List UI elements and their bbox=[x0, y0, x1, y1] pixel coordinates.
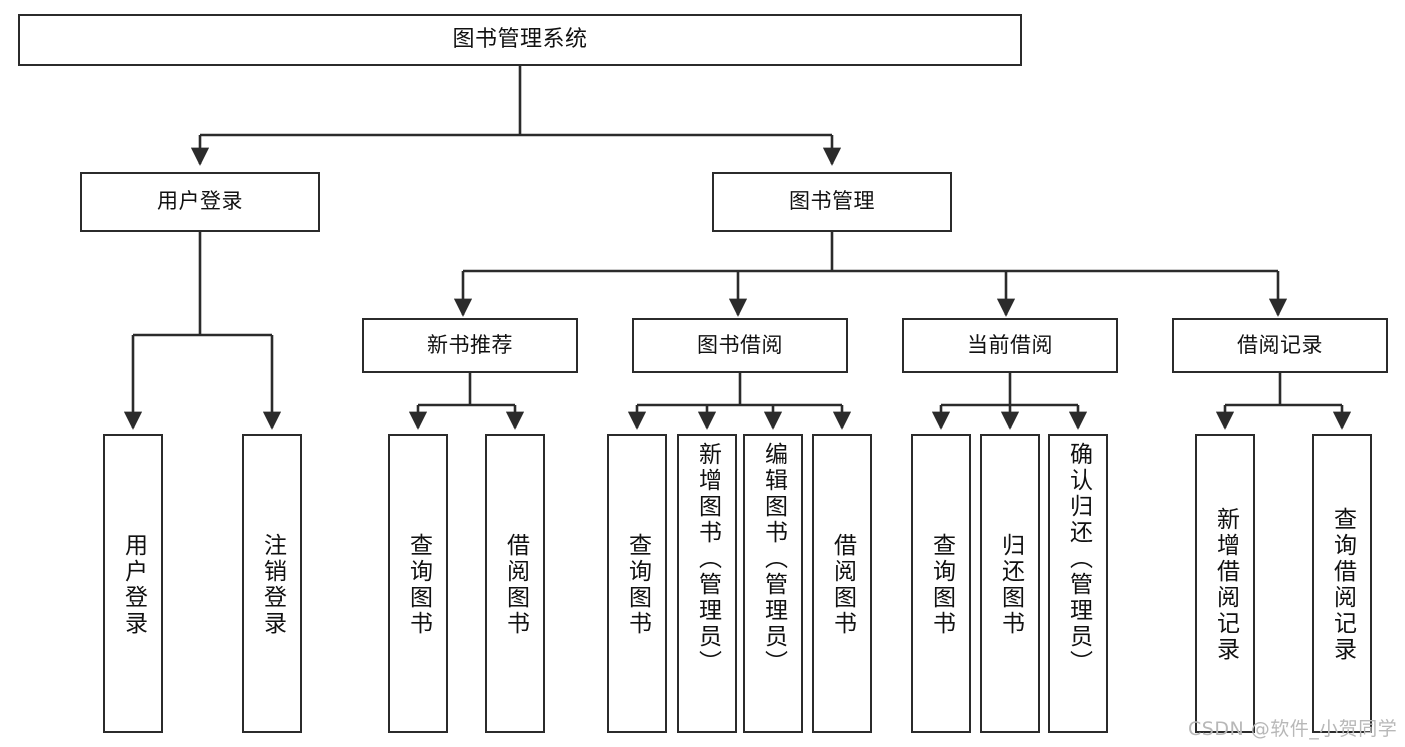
node-leaf-current-query-book-label: 查询图书 bbox=[928, 532, 955, 637]
node-leaf-borrow-edit-book-label: 编辑图书（管理员） bbox=[760, 442, 787, 676]
node-leaf-newbook-borrow-book[interactable]: 借阅图书 bbox=[485, 434, 545, 733]
node-leaf-record-add-label: 新增借阅记录 bbox=[1212, 506, 1239, 663]
node-new-book-recommend[interactable]: 新书推荐 bbox=[362, 318, 578, 373]
node-leaf-record-add[interactable]: 新增借阅记录 bbox=[1195, 434, 1255, 733]
node-leaf-user-login[interactable]: 用户登录 bbox=[103, 434, 163, 733]
node-leaf-borrow-add-book[interactable]: 新增图书（管理员） bbox=[677, 434, 737, 733]
node-leaf-current-confirm-return-label: 确认归还（管理员） bbox=[1065, 442, 1092, 676]
node-leaf-record-query-label: 查询借阅记录 bbox=[1329, 506, 1356, 663]
node-leaf-user-login-label: 用户登录 bbox=[120, 532, 147, 637]
node-current-borrow[interactable]: 当前借阅 bbox=[902, 318, 1118, 373]
node-leaf-logout[interactable]: 注销登录 bbox=[242, 434, 302, 733]
node-leaf-current-return-book[interactable]: 归还图书 bbox=[980, 434, 1040, 733]
node-borrow-record[interactable]: 借阅记录 bbox=[1172, 318, 1388, 373]
node-book-borrow[interactable]: 图书借阅 bbox=[632, 318, 848, 373]
node-book-manage[interactable]: 图书管理 bbox=[712, 172, 952, 232]
node-leaf-borrow-borrow-book-label: 借阅图书 bbox=[829, 532, 856, 637]
node-borrow-record-label: 借阅记录 bbox=[1237, 332, 1323, 357]
node-book-borrow-label: 图书借阅 bbox=[697, 332, 783, 357]
node-root[interactable]: 图书管理系统 bbox=[18, 14, 1022, 66]
node-leaf-borrow-edit-book[interactable]: 编辑图书（管理员） bbox=[743, 434, 803, 733]
node-leaf-current-query-book[interactable]: 查询图书 bbox=[911, 434, 971, 733]
node-leaf-borrow-query-book[interactable]: 查询图书 bbox=[607, 434, 667, 733]
node-leaf-newbook-borrow-book-label: 借阅图书 bbox=[502, 532, 529, 637]
node-leaf-current-confirm-return[interactable]: 确认归还（管理员） bbox=[1048, 434, 1108, 733]
node-user-login[interactable]: 用户登录 bbox=[80, 172, 320, 232]
node-leaf-newbook-query-book[interactable]: 查询图书 bbox=[388, 434, 448, 733]
node-leaf-newbook-query-book-label: 查询图书 bbox=[405, 532, 432, 637]
csdn-watermark: CSDN @软件_小贺同学 bbox=[1188, 718, 1398, 740]
node-leaf-borrow-borrow-book[interactable]: 借阅图书 bbox=[812, 434, 872, 733]
node-user-login-label: 用户登录 bbox=[157, 189, 243, 214]
node-leaf-logout-label: 注销登录 bbox=[259, 532, 286, 637]
node-book-manage-label: 图书管理 bbox=[789, 189, 875, 214]
node-leaf-record-query[interactable]: 查询借阅记录 bbox=[1312, 434, 1372, 733]
node-leaf-current-return-book-label: 归还图书 bbox=[997, 532, 1024, 637]
node-leaf-borrow-query-book-label: 查询图书 bbox=[624, 532, 651, 637]
node-root-label: 图书管理系统 bbox=[452, 26, 588, 52]
node-leaf-borrow-add-book-label: 新增图书（管理员） bbox=[694, 442, 721, 676]
node-current-borrow-label: 当前借阅 bbox=[967, 332, 1053, 357]
node-new-book-recommend-label: 新书推荐 bbox=[427, 332, 513, 357]
